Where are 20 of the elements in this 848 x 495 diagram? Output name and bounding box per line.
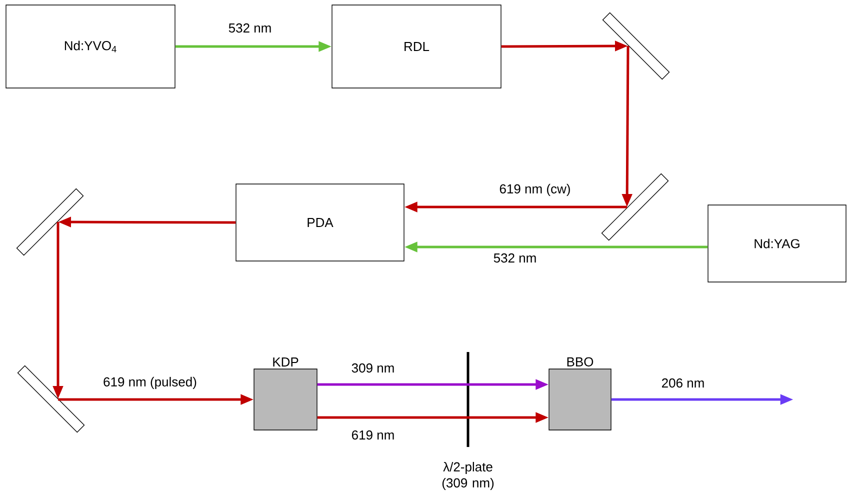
node-label: BBO <box>567 357 594 366</box>
component-box: RDL <box>332 4 502 88</box>
edge-label: 206 nm <box>662 378 704 388</box>
edge-label: 619 nm (pulsed) <box>104 376 196 390</box>
edge-label: 309 nm <box>352 363 394 373</box>
component-box: PDA <box>236 184 404 262</box>
component-box: Nd:YVO$_{4}$ <box>6 4 176 88</box>
edge-label: 532 nm <box>228 23 271 33</box>
mirror <box>16 188 84 256</box>
edge-label: 619 nm <box>352 430 394 440</box>
mirror <box>602 12 670 80</box>
mirror <box>601 173 669 241</box>
edge-label: 619 nm (cw) <box>500 184 570 196</box>
crystal-box: BBO <box>548 357 612 430</box>
node-label: KDP <box>273 358 298 366</box>
edge-label: 532 nm <box>494 253 536 263</box>
mirror <box>17 365 85 433</box>
crystal-box: KDP <box>254 358 318 430</box>
component-box: Nd:YAG <box>708 204 846 282</box>
waveplate-label: λ/2-plate (309 nm) <box>442 462 494 490</box>
